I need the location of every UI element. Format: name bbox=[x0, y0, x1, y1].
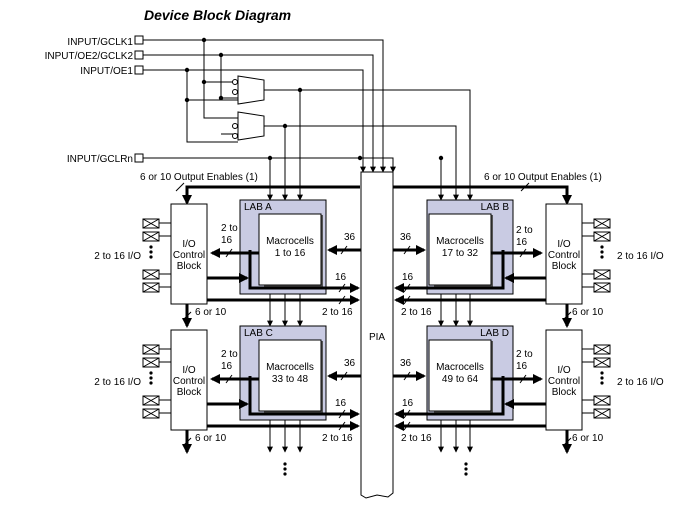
input-pins bbox=[134, 35, 144, 163]
io-control-block-bottom-right bbox=[545, 329, 583, 431]
six-or-ten-lines bbox=[181, 304, 573, 455]
io-block-tr-line2: Control bbox=[548, 250, 580, 261]
lab-b-macrocells-label: Macrocells bbox=[436, 236, 484, 247]
io-pins-label-bottom-left: 2 to 16 I/O bbox=[94, 377, 141, 388]
io-block-bl-line3: Block bbox=[177, 387, 202, 398]
lab-b-name: LAB B bbox=[481, 202, 510, 213]
io-control-block-top-left bbox=[170, 203, 208, 305]
bus-36-a: 36 bbox=[344, 232, 356, 243]
io-pads-top-right bbox=[582, 218, 611, 293]
input-oe1-label: INPUT/OE1 bbox=[80, 66, 133, 77]
pia-block bbox=[360, 171, 394, 499]
bus-2to16-c: 2 to 16 bbox=[322, 433, 353, 444]
pia-lab-36-buses bbox=[326, 244, 427, 382]
io-pads-bottom-left bbox=[142, 344, 171, 419]
bus-label-d-16: 16 bbox=[516, 361, 528, 372]
global-clock-mux bbox=[232, 75, 265, 105]
io-block-tl-line1: I/O bbox=[182, 239, 196, 250]
bus-label-a-16: 16 bbox=[221, 235, 233, 246]
lab-pia-16-buses bbox=[338, 282, 411, 420]
io-pia-buses bbox=[207, 294, 546, 432]
io-block-bl-line2: Control bbox=[173, 376, 205, 387]
io-pins-label-bottom-right: 2 to 16 I/O bbox=[617, 377, 664, 388]
bus-label-b-2to: 2 to bbox=[516, 225, 533, 236]
six-or-10-bl: 6 or 10 bbox=[195, 433, 227, 444]
six-or-10-tr: 6 or 10 bbox=[572, 307, 604, 318]
bus-2to16-b: 2 to 16 bbox=[401, 307, 432, 318]
bus-36-d: 36 bbox=[400, 358, 412, 369]
lab-d-macrocell-range: 49 to 64 bbox=[442, 374, 479, 385]
output-enables-left-label: 6 or 10 Output Enables (1) bbox=[140, 172, 258, 183]
continuation-dots-left bbox=[283, 462, 287, 476]
global-oe-mux bbox=[232, 111, 265, 141]
io-block-tr-line1: I/O bbox=[557, 239, 571, 250]
output-enable-bus-right bbox=[392, 182, 573, 206]
io-control-block-top-right bbox=[545, 203, 583, 305]
io-pads-top-left bbox=[142, 218, 171, 293]
io-pads-bottom-right bbox=[582, 344, 611, 419]
pia-label: PIA bbox=[369, 332, 385, 343]
io-control-block-bottom-left bbox=[170, 329, 208, 431]
io-pins-label-top-right: 2 to 16 I/O bbox=[617, 251, 664, 262]
bus-label-a-2to: 2 to bbox=[221, 223, 238, 234]
lab-d bbox=[400, 325, 514, 421]
bus-16-b: 16 bbox=[402, 272, 414, 283]
bus-16-c: 16 bbox=[335, 398, 347, 409]
lab-c bbox=[239, 325, 352, 421]
six-or-10-tl: 6 or 10 bbox=[195, 307, 227, 318]
io-block-br-line2: Control bbox=[548, 376, 580, 387]
six-or-10-br: 6 or 10 bbox=[572, 433, 604, 444]
lab-b-macrocell-range: 17 to 32 bbox=[442, 248, 479, 259]
lab-d-macrocells-label: Macrocells bbox=[436, 362, 484, 373]
input-gclk1-label: INPUT/GCLK1 bbox=[67, 37, 133, 48]
bus-2to16-d: 2 to 16 bbox=[401, 433, 432, 444]
global-signal-wiring bbox=[143, 37, 473, 201]
bus-label-c-2to: 2 to bbox=[221, 349, 238, 360]
lab-c-name: LAB C bbox=[244, 328, 273, 339]
io-block-tr-line3: Block bbox=[552, 261, 577, 272]
bus-16-a: 16 bbox=[335, 272, 347, 283]
bus-2to16-a: 2 to 16 bbox=[322, 307, 353, 318]
io-block-tl-line3: Block bbox=[177, 261, 202, 272]
output-enables-right-label: 6 or 10 Output Enables (1) bbox=[484, 172, 602, 183]
bus-36-c: 36 bbox=[344, 358, 356, 369]
io-block-tl-line2: Control bbox=[173, 250, 205, 261]
lab-a bbox=[239, 199, 352, 295]
io-pins-label-top-left: 2 to 16 I/O bbox=[94, 251, 141, 262]
lab-cd-global-inputs bbox=[267, 294, 473, 453]
lab-io-buses-top bbox=[207, 247, 546, 284]
lab-a-macrocell-range: 1 to 16 bbox=[275, 248, 306, 259]
lab-io-buses-bottom bbox=[207, 373, 546, 410]
bus-label-b-16: 16 bbox=[516, 237, 528, 248]
io-block-br-line1: I/O bbox=[557, 365, 571, 376]
bus-16-d: 16 bbox=[402, 398, 414, 409]
input-gclrn-label: INPUT/GCLRn bbox=[67, 154, 133, 165]
continuation-dots-right bbox=[464, 462, 468, 476]
diagram-title: Device Block Diagram bbox=[144, 7, 291, 23]
bus-label-c-16: 16 bbox=[221, 361, 233, 372]
bus-36-b: 36 bbox=[400, 232, 412, 243]
io-block-bl-line1: I/O bbox=[182, 365, 196, 376]
lab-c-macrocells-label: Macrocells bbox=[266, 362, 314, 373]
bus-label-d-2to: 2 to bbox=[516, 349, 533, 360]
io-block-br-line3: Block bbox=[552, 387, 577, 398]
lab-d-name: LAB D bbox=[480, 328, 509, 339]
lab-c-macrocell-range: 33 to 48 bbox=[272, 374, 309, 385]
output-enable-bus-left bbox=[175, 182, 360, 206]
input-oe2-gclk2-label: INPUT/OE2/GCLK2 bbox=[45, 51, 134, 62]
lab-b bbox=[400, 199, 514, 295]
lab-a-name: LAB A bbox=[244, 202, 272, 213]
lab-a-macrocells-label: Macrocells bbox=[266, 236, 314, 247]
